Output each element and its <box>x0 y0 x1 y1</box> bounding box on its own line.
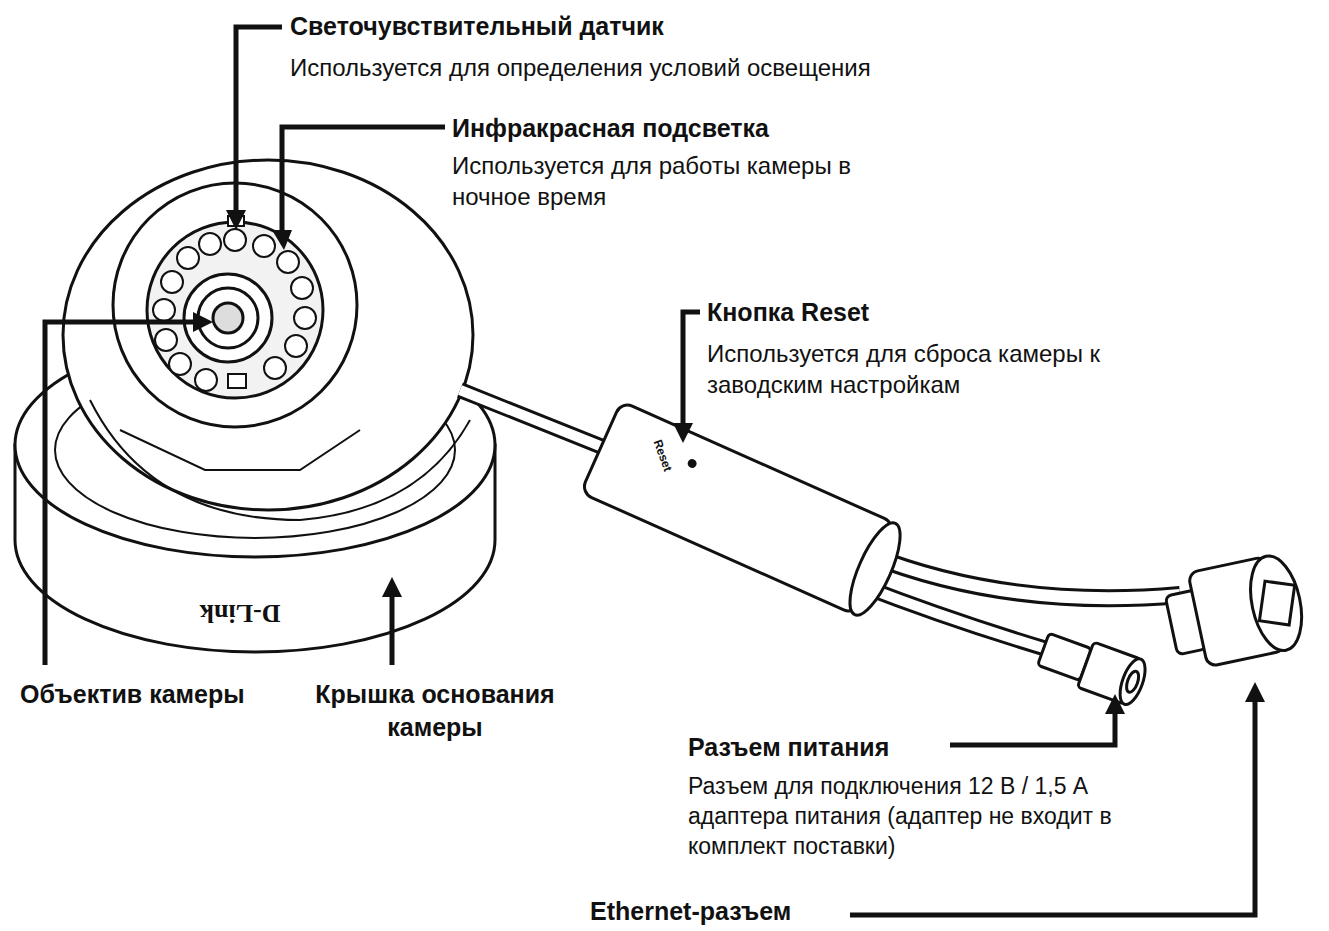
ethernet-connector <box>1161 551 1309 672</box>
power-plug <box>1035 627 1150 708</box>
leader-lines <box>45 27 1255 915</box>
brand-logo: D-Link <box>165 596 315 630</box>
ir-ring <box>147 222 323 398</box>
ethernet-cable <box>870 555 1180 598</box>
part-name: Ethernet-разъем <box>590 895 990 928</box>
dome-slot <box>120 430 360 470</box>
arrowheads <box>193 210 1265 714</box>
part-name: Объектив камеры <box>20 678 310 711</box>
camera-ball <box>113 183 357 427</box>
cable-fill <box>460 390 610 450</box>
part-name: Светочувствительный датчик <box>290 10 1050 43</box>
part-note: Используется для сброса камеры к заводск… <box>707 338 1187 400</box>
lens-mid <box>198 288 258 348</box>
splitter-box <box>581 401 910 621</box>
part-name: Крышка основания камеры <box>285 678 585 743</box>
ir-leds <box>153 229 316 391</box>
lens-glass <box>213 303 243 333</box>
ethernet-cable-fill <box>870 555 1180 598</box>
cable <box>460 390 610 450</box>
dome-housing <box>63 160 473 510</box>
light-sensor-2 <box>228 374 246 388</box>
lens-outer <box>184 274 272 362</box>
part-note: Используется для определения условий осв… <box>290 52 1190 83</box>
part-name: Кнопка Reset <box>707 296 1107 329</box>
part-note: Разъем для подключения 12 В / 1,5 А адап… <box>688 772 1188 862</box>
part-note: Используется для работы камеры в ночное … <box>452 150 922 212</box>
part-name: Инфракрасная подсветка <box>452 112 972 145</box>
part-name: Разъем питания <box>688 731 1088 764</box>
